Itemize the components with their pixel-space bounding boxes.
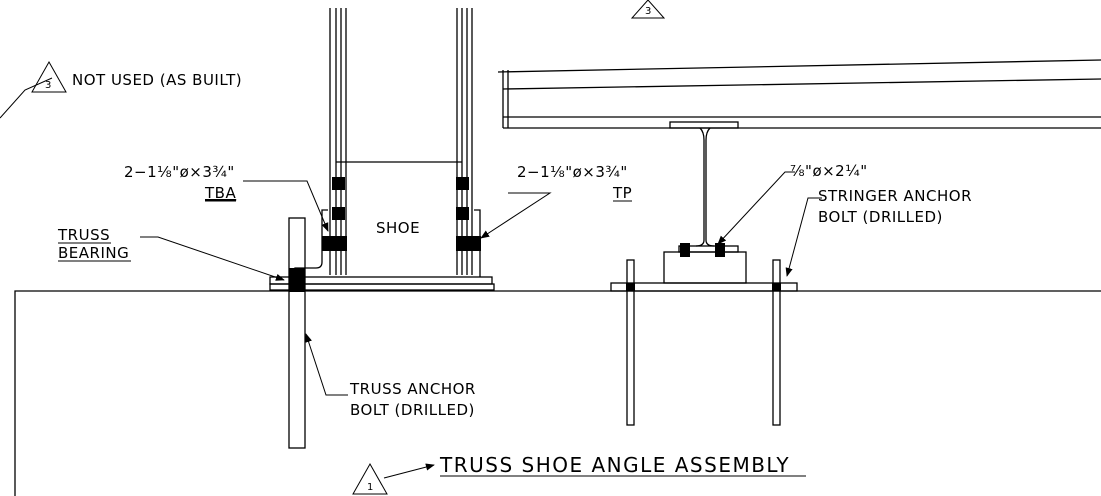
revision-note-text: NOT USED (AS BUILT) bbox=[72, 71, 242, 89]
leader-lines bbox=[0, 77, 822, 479]
bolt-head bbox=[456, 236, 481, 251]
bolt-head bbox=[332, 177, 345, 190]
tp-bolt-size: 2−1⅛"ø×3¾" bbox=[517, 163, 628, 181]
bolt-head bbox=[715, 243, 725, 257]
revision-triangle-note: 3 bbox=[31, 60, 67, 93]
bolt-head bbox=[332, 207, 345, 220]
stringer-section bbox=[610, 121, 798, 292]
truss-bearing-label-2: BEARING bbox=[58, 244, 129, 262]
stringer-anchor-label-2: BOLT (DRILLED) bbox=[818, 208, 943, 226]
truss-anchor-label-1: TRUSS ANCHOR bbox=[349, 380, 476, 398]
truss-vertical-left bbox=[329, 8, 347, 275]
detail-title: TRUSS SHOE ANGLE ASSEMBLY bbox=[439, 453, 790, 477]
shoe-label: SHOE bbox=[376, 219, 420, 237]
truss-anchor-bolt bbox=[288, 217, 306, 449]
svg-text:1: 1 bbox=[367, 482, 373, 493]
stringer-anchor-bolts bbox=[626, 259, 781, 426]
revision-triangle-top: 3 bbox=[630, 0, 666, 19]
svg-text:3: 3 bbox=[645, 6, 651, 17]
truss-shoe bbox=[269, 161, 495, 291]
bolt-head bbox=[680, 243, 690, 257]
bolt-head bbox=[456, 177, 469, 190]
truss-bearing-label-1: TRUSS bbox=[57, 226, 110, 244]
stringer-beam bbox=[497, 59, 1101, 129]
truss-anchor-label-2: BOLT (DRILLED) bbox=[350, 401, 475, 419]
svg-text:3: 3 bbox=[45, 80, 51, 91]
stringer-anchor-label-1: STRINGER ANCHOR bbox=[818, 187, 972, 205]
stringer-bolt-size: ⅞"ø×2¼" bbox=[790, 162, 868, 180]
tp-tag: TP bbox=[612, 184, 632, 202]
revision-triangle-title: 1 bbox=[352, 462, 388, 495]
bolt-head bbox=[322, 236, 347, 251]
tba-tag: TBA bbox=[204, 184, 236, 202]
tba-bolt-size: 2−1⅛"ø×3¾" bbox=[124, 163, 235, 181]
bolt-head bbox=[456, 207, 469, 220]
truss-vertical-right bbox=[456, 8, 473, 275]
